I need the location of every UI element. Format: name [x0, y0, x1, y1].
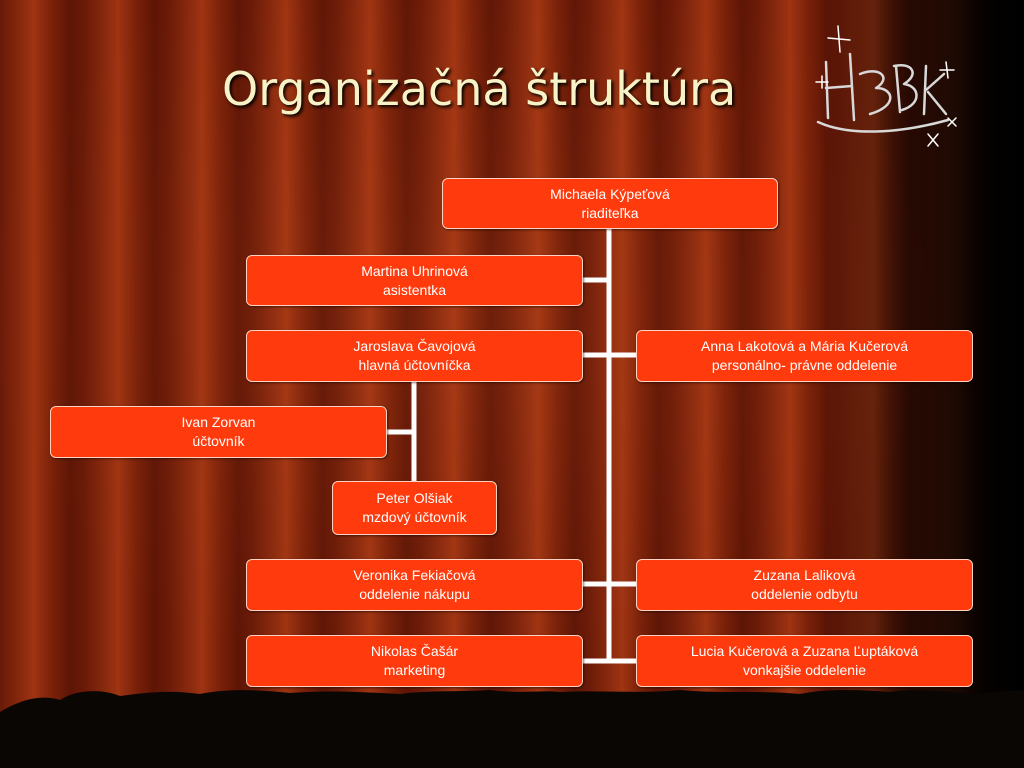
- node-role: účtovník: [192, 433, 245, 449]
- node-director[interactable]: Michaela Kýpeťová riaditeľka: [442, 178, 778, 229]
- node-role: oddelenie odbytu: [751, 586, 858, 602]
- node-name: Ivan Zorvan: [181, 414, 256, 430]
- node-role: vonkajšie oddelenie: [743, 662, 866, 678]
- node-name: Zuzana Laliková: [753, 567, 856, 583]
- node-name: Lucia Kučerová a Zuzana Ľuptáková: [690, 643, 919, 659]
- node-name: Martina Uhrinová: [361, 262, 468, 279]
- node-payroll[interactable]: Peter Olšiak mzdový účtovník: [332, 481, 497, 535]
- node-role: mzdový účtovník: [362, 509, 467, 525]
- node-purchasing[interactable]: Veronika Fekiačová oddelenie nákupu: [246, 559, 583, 611]
- node-role: oddelenie nákupu: [359, 586, 470, 602]
- node-role: riaditeľka: [581, 204, 639, 221]
- node-name: Nikolas Čašár: [370, 643, 459, 659]
- node-sales[interactable]: Zuzana Laliková oddelenie odbytu: [636, 559, 973, 611]
- node-role: personálno- právne oddelenie: [711, 357, 898, 373]
- node-role: asistentka: [382, 281, 447, 298]
- node-name: Veronika Fekiačová: [353, 567, 476, 583]
- slide-title: Organizačná štruktúra: [222, 62, 737, 116]
- node-role: hlavná účtovníčka: [358, 357, 471, 373]
- node-external[interactable]: Lucia Kučerová a Zuzana Ľuptáková vonkaj…: [636, 635, 973, 687]
- node-role: marketing: [383, 662, 446, 678]
- hrbk-sparkle-logo-icon: [815, 25, 957, 147]
- node-name: Jaroslava Čavojová: [353, 338, 476, 354]
- node-hr-legal[interactable]: Anna Lakotová a Mária Kučerová personáln…: [636, 330, 973, 382]
- node-accountant[interactable]: Ivan Zorvan účtovník: [50, 406, 387, 458]
- node-assistant[interactable]: Martina Uhrinová asistentka: [246, 255, 583, 306]
- node-name: Peter Olšiak: [376, 490, 453, 506]
- node-name: Anna Lakotová a Mária Kučerová: [700, 338, 908, 354]
- node-name: Michaela Kýpeťová: [550, 185, 670, 202]
- node-marketing[interactable]: Nikolas Čašár marketing: [246, 635, 583, 687]
- node-chief-accountant[interactable]: Jaroslava Čavojová hlavná účtovníčka: [246, 330, 583, 382]
